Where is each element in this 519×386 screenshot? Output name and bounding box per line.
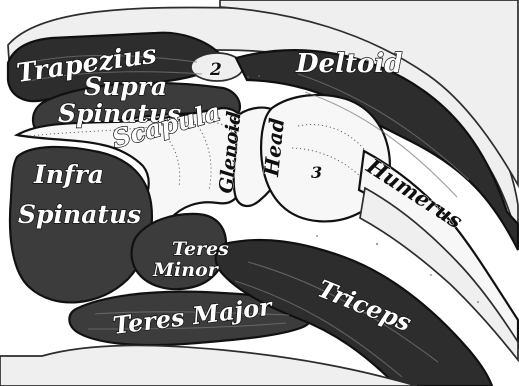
infra-label: Infra	[33, 160, 104, 189]
number-three-label: 3	[311, 163, 322, 182]
number-two-label: 2	[209, 60, 222, 80]
minor-label: Minor	[152, 259, 220, 281]
lower-fat-layer	[0, 345, 417, 386]
spinatus-bottom-label: Spinatus	[18, 200, 141, 229]
deltoid-label: Deltoid	[295, 49, 402, 79]
teres-label: Teres	[172, 238, 229, 260]
supra-label: Supra	[84, 72, 167, 101]
